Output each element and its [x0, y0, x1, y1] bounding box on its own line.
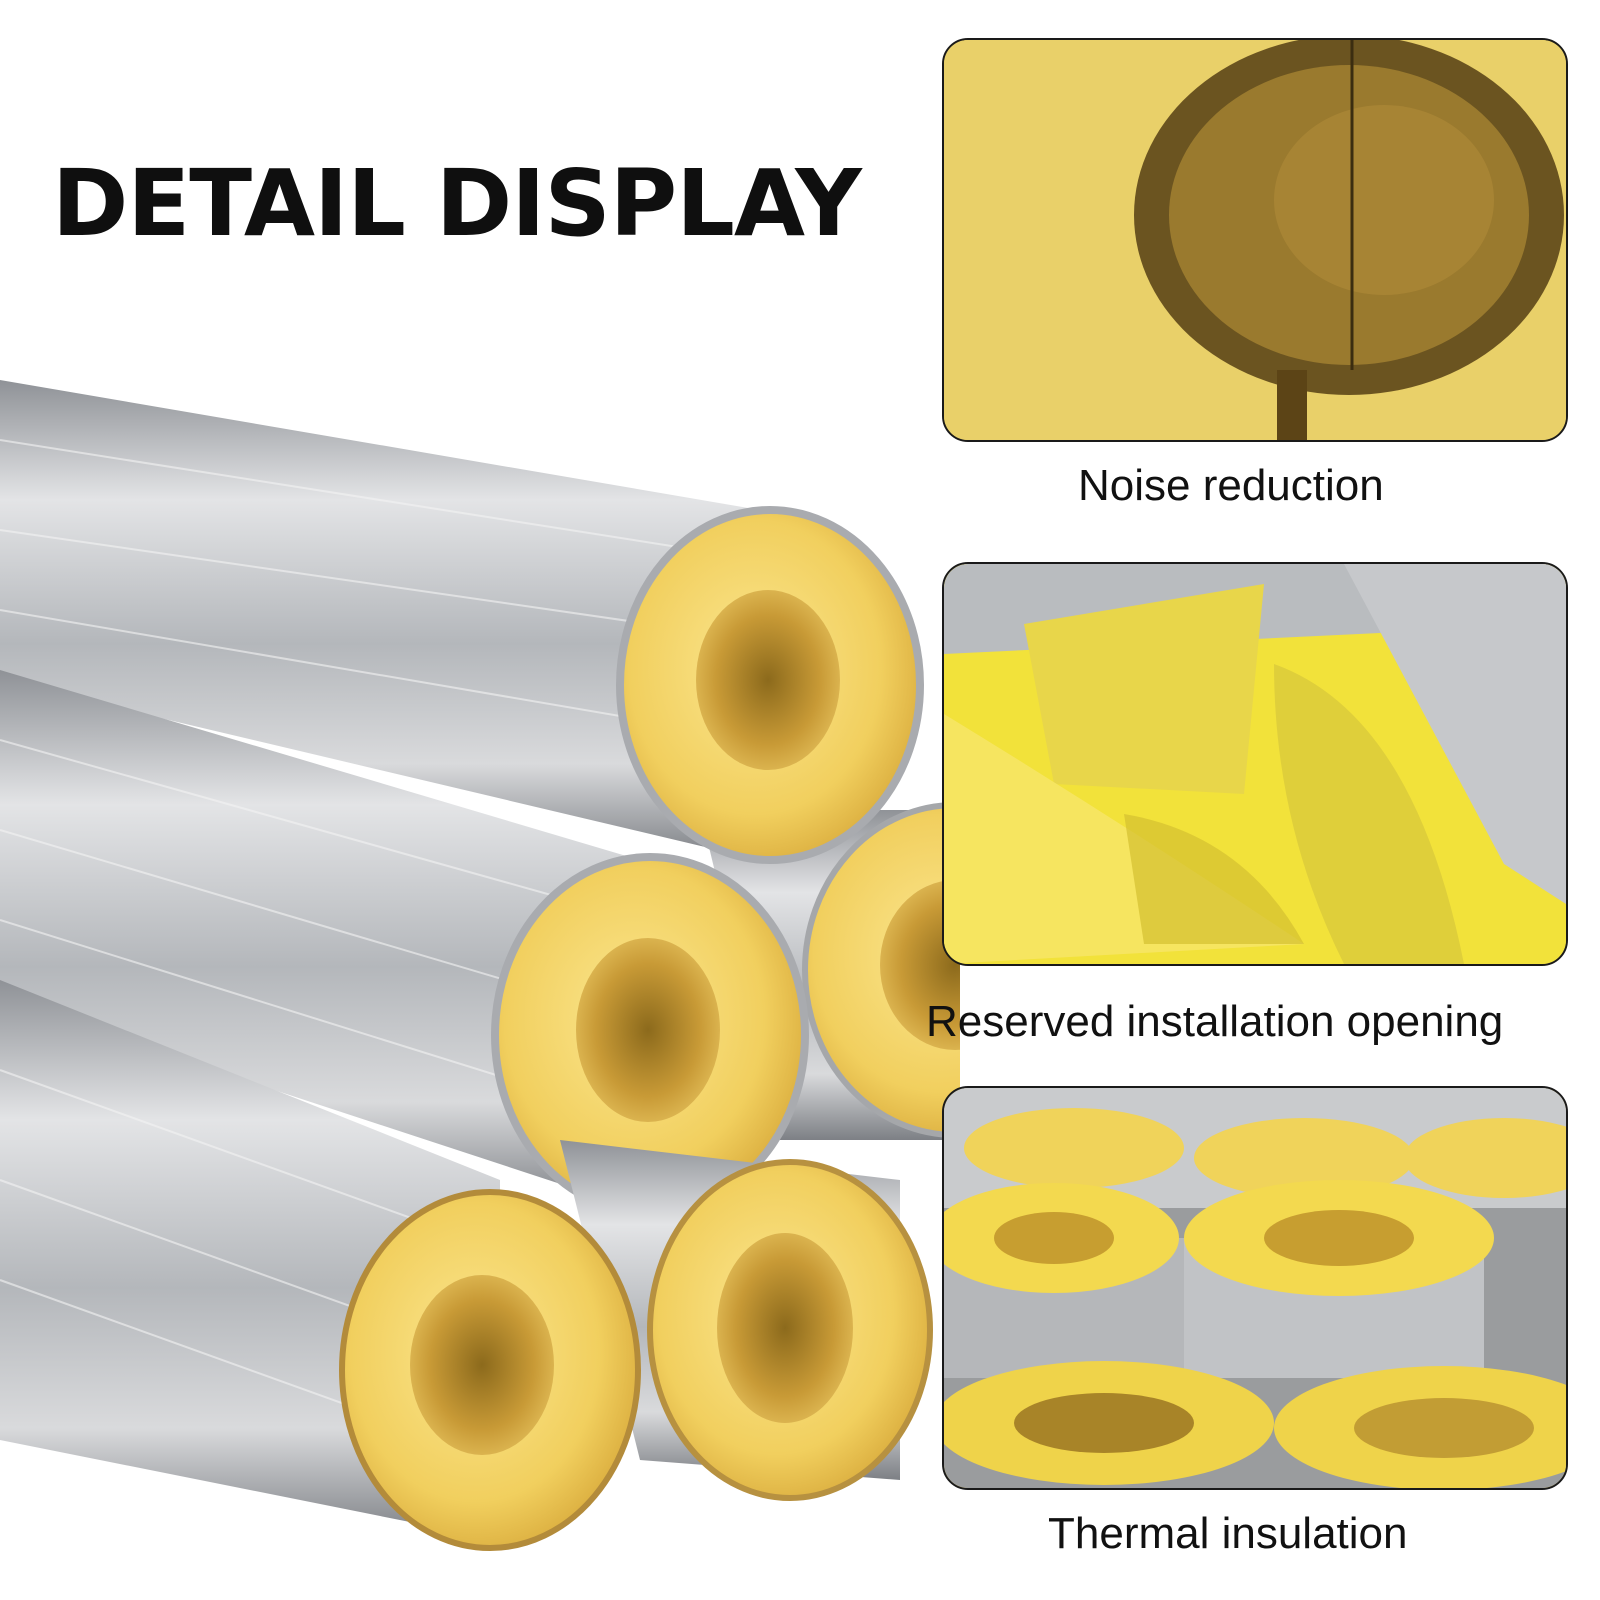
caption-thermal-insulation: Thermal insulation	[1048, 1509, 1408, 1558]
pipe-sections-icon	[944, 1088, 1566, 1488]
pipe-section	[0, 980, 641, 1551]
split-opening-icon	[944, 564, 1566, 964]
caption-noise-reduction: Noise reduction	[1078, 461, 1384, 510]
pipe-section	[0, 380, 924, 864]
pipe-section	[560, 1140, 933, 1501]
detail-panel-installation-opening	[942, 562, 1568, 966]
insulation-pipe-stack-image	[0, 380, 960, 1551]
detail-panel-noise-reduction	[942, 38, 1568, 442]
detail-panel-thermal-insulation	[942, 1086, 1568, 1490]
caption-reserved-installation-opening: Reserved installation opening	[926, 997, 1504, 1046]
page-title: DETAIL DISPLAY	[52, 150, 862, 257]
pipe-cross-section-icon	[944, 40, 1566, 440]
